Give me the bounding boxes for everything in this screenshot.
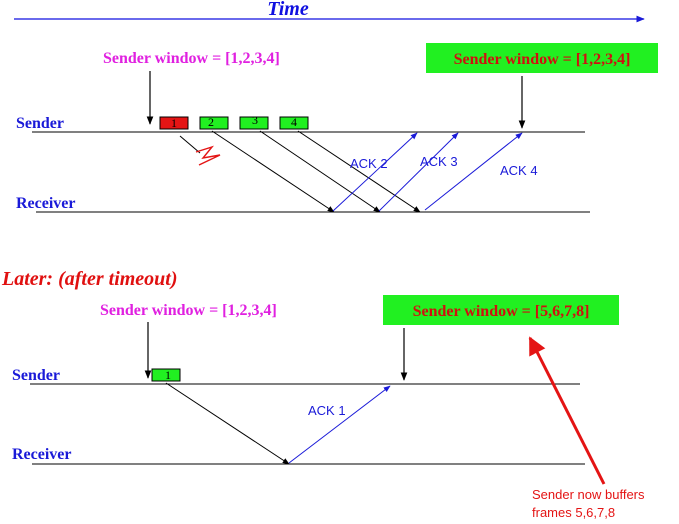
later-ack-1-label: ACK 1: [308, 403, 346, 418]
later-frame-1-box: [151, 368, 181, 382]
top-frame-3-box: [239, 116, 269, 130]
top-frame-1-box: [159, 116, 189, 130]
top-sender-label: Sender: [16, 115, 64, 132]
top-ack-2-arrow: [332, 132, 418, 212]
top-frame-4-label: 4: [291, 115, 297, 129]
annotation-arrow: [528, 336, 606, 485]
later-receiver-label: Receiver: [12, 446, 72, 463]
top-window-after-label: Sender window = [1,2,3,4]: [454, 51, 631, 68]
later-window-after-box: [383, 295, 619, 325]
later-heading: Later: (after timeout): [1, 268, 178, 290]
top-receiver-label: Receiver: [16, 195, 76, 212]
top-frame-1-label: 1: [171, 116, 177, 130]
top-frame-4-arrow: [297, 130, 421, 213]
top-ack-4-label: ACK 4: [500, 163, 538, 178]
annotation-line-2: frames 5,6,7,8: [532, 505, 615, 520]
annotation-line-1: Sender now buffers: [532, 487, 645, 502]
later-sender-label: Sender: [12, 367, 60, 384]
later-window-after-label: Sender window = [5,6,7,8]: [413, 303, 590, 320]
top-frame-2-box: [199, 116, 229, 130]
later-window-before-label: Sender window = [1,2,3,4]: [100, 302, 277, 319]
top-window-before-label: Sender window = [1,2,3,4]: [103, 50, 280, 67]
top-frame-2-label: 2: [208, 115, 214, 129]
top-ack-3-label: ACK 3: [420, 154, 458, 169]
top-frame-3-arrow: [259, 130, 381, 213]
top-frame-1-lost-icon: [195, 145, 221, 166]
top-ack-2-label: ACK 2: [350, 156, 388, 171]
later-frame-1-arrow: [165, 382, 290, 465]
later-frame-1-label: 1: [165, 368, 171, 382]
top-window-after-box: [426, 43, 658, 73]
top-frame-2-arrow: [211, 130, 335, 213]
later-ack-1-arrow: [288, 385, 391, 464]
top-ack-3-arrow: [378, 132, 459, 212]
top-frame-1-lost-path: [179, 135, 201, 154]
top-frame-4-box: [279, 116, 309, 130]
top-ack-4-arrow: [424, 132, 523, 211]
time-label: Time: [267, 0, 309, 20]
top-frame-3-label: 3: [252, 113, 258, 127]
